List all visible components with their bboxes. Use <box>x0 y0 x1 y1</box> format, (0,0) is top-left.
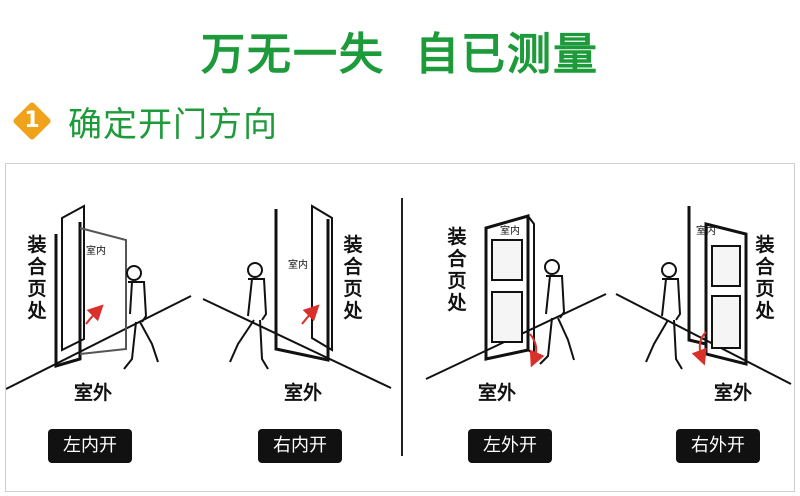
caption-right-outward: 右外开 <box>676 429 760 463</box>
diagram-right-outward <box>615 206 792 385</box>
step-heading: 1 确定开门方向 <box>10 96 278 146</box>
step-title: 确定开门方向 <box>68 104 278 145</box>
caption-right-inward: 右内开 <box>258 429 342 463</box>
outdoor-label-3: 室外 <box>478 382 517 404</box>
diagram-right-inward <box>202 204 392 389</box>
indoor-label-1: 室内 <box>86 246 106 257</box>
diagram-left-inward <box>6 204 192 390</box>
step-number: 1 <box>24 108 40 133</box>
caption-left-inward: 左内开 <box>48 429 132 463</box>
headline-right: 自已测量 <box>415 29 599 80</box>
caption-left-outward: 左外开 <box>468 429 552 463</box>
center-divider <box>401 198 403 456</box>
indoor-label-2: 室内 <box>288 260 308 271</box>
door-illustrations <box>6 204 792 390</box>
outdoor-label-4: 室外 <box>714 382 753 404</box>
outdoor-label-2: 室外 <box>284 382 323 404</box>
hinge-label-1: 装合页处 <box>27 234 47 322</box>
indoor-label-3: 室内 <box>500 226 520 237</box>
step-number-badge: 1 <box>10 99 54 143</box>
door-direction-panel: 装合页处 装合页处 装合页处 装合页处 室内 室内 室内 室内 室外 室外 室外… <box>5 163 795 492</box>
hinge-label-2: 装合页处 <box>343 234 363 322</box>
outdoor-label-1: 室外 <box>74 382 113 404</box>
headline-left: 万无一失 <box>201 29 385 80</box>
diagram-left-outward <box>425 214 607 380</box>
hinge-label-4: 装合页处 <box>755 234 775 322</box>
indoor-label-4: 室内 <box>696 226 716 237</box>
page-headline: 万无一失自已测量 <box>0 18 800 82</box>
hinge-label-3: 装合页处 <box>447 226 467 314</box>
